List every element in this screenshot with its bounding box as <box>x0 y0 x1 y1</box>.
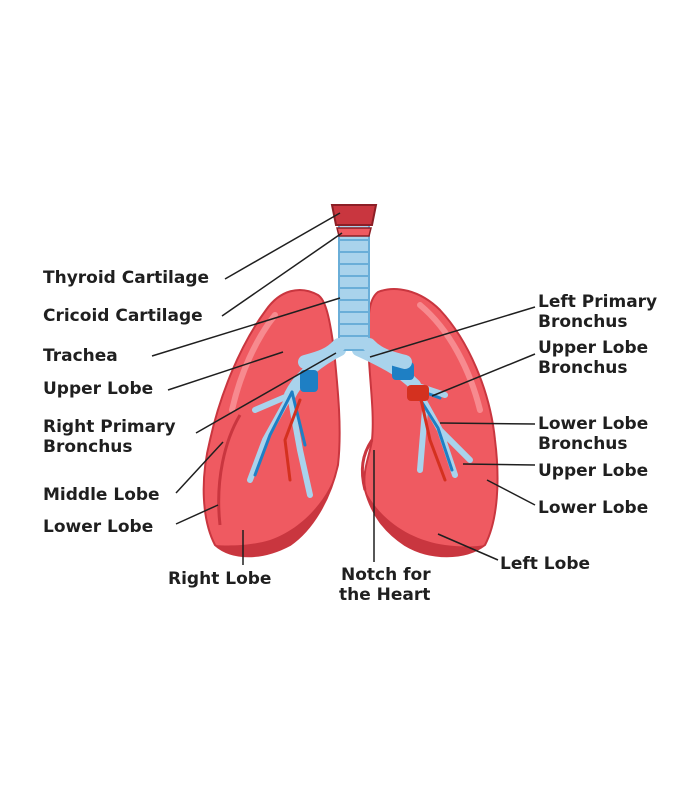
label-right-lobe: Right Lobe <box>168 569 272 589</box>
label-lower-lobe-right: Lower Lobe <box>43 517 154 537</box>
left-lung-body <box>363 288 499 558</box>
label-left-lobe: Left Lobe <box>500 554 591 574</box>
bronchial-tree <box>247 344 473 498</box>
right-middle-lobe-fissure <box>217 414 242 526</box>
label-upper-lobe-bronchus-line2: Bronchus <box>538 358 628 378</box>
right-lung-shadow <box>215 465 338 557</box>
left-lung-highlight <box>417 302 483 413</box>
label-right-primary-bronchus-line1: Right Primary <box>43 417 176 437</box>
label-upper-lobe-bronchus-line1: Upper Lobe <box>538 338 649 358</box>
right-lung-highlight <box>229 312 278 413</box>
leader-lines <box>151 212 536 565</box>
thyroid-cartilage-shape <box>330 204 378 226</box>
cricoid-cartilage-shape <box>336 227 372 237</box>
label-cricoid-cartilage: Cricoid Cartilage <box>43 306 203 326</box>
trachea-illustration <box>298 204 412 369</box>
label-middle-lobe: Middle Lobe <box>43 485 160 505</box>
label-right-primary-bronchus-line2: Bronchus <box>43 437 133 457</box>
label-left-primary-bronchus-line1: Left Primary <box>538 292 658 312</box>
label-lower-lobe-bronchus-line1: Lower Lobe <box>538 414 649 434</box>
label-upper-lobe-right: Upper Lobe <box>43 379 154 399</box>
heart-notch <box>360 439 374 491</box>
label-notch-line2: the Heart <box>339 585 431 605</box>
left-lung <box>360 288 499 558</box>
label-notch-line1: Notch for <box>341 565 431 585</box>
label-lower-lobe-left: Lower Lobe <box>538 498 649 518</box>
label-trachea: Trachea <box>43 346 118 366</box>
label-lower-lobe-bronchus-line2: Bronchus <box>538 434 628 454</box>
label-thyroid-cartilage: Thyroid Cartilage <box>43 268 210 288</box>
label-left-primary-bronchus-line2: Bronchus <box>538 312 628 332</box>
label-upper-lobe-left: Upper Lobe <box>538 461 649 481</box>
